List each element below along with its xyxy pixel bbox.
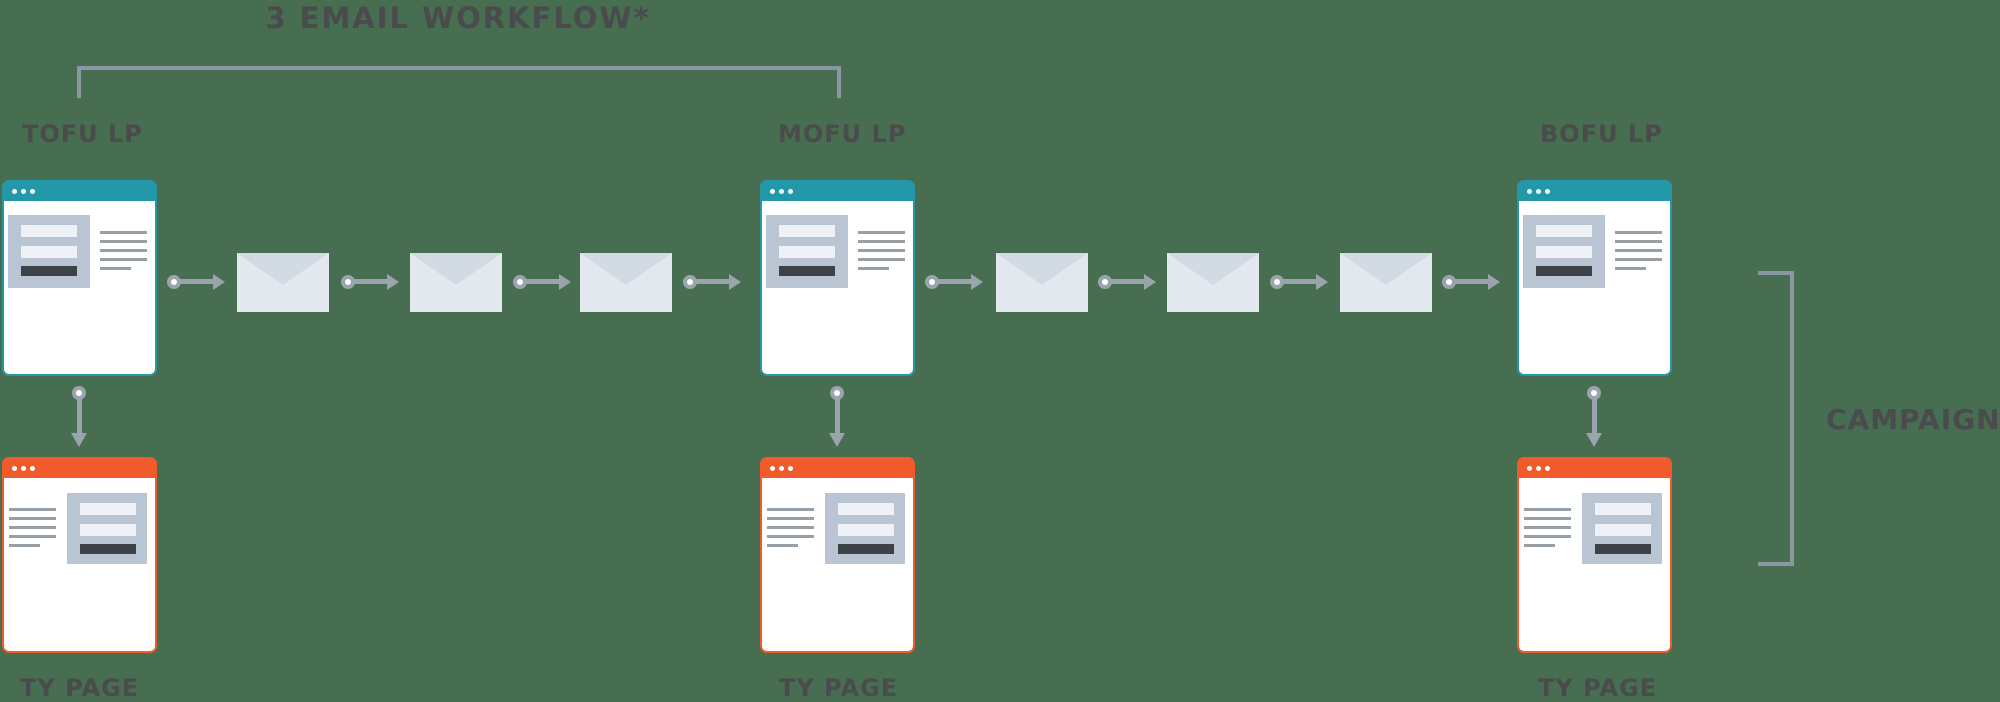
workflow-title: 3 EMAIL WORKFLOW* xyxy=(265,1,651,35)
window-dot xyxy=(21,466,26,471)
window-dot xyxy=(21,189,26,194)
email-envelope-2 xyxy=(410,253,502,312)
browser-titlebar xyxy=(4,182,155,201)
form-panel xyxy=(67,493,147,564)
form-input xyxy=(21,246,77,258)
form-submit-button xyxy=(1536,266,1592,276)
window-dot xyxy=(1527,189,1532,194)
email-envelope-4 xyxy=(996,253,1088,312)
form-panel xyxy=(766,215,848,288)
lp-to-ty-arrow xyxy=(71,386,87,447)
flow-arrow xyxy=(925,274,983,290)
window-dot xyxy=(779,189,784,194)
form-submit-button xyxy=(779,266,835,276)
flow-arrow xyxy=(167,274,225,290)
tofu-ty-window xyxy=(2,457,157,653)
browser-titlebar xyxy=(762,182,913,201)
form-panel xyxy=(825,493,905,564)
tofu-lp-window xyxy=(2,180,157,376)
lp-to-ty-arrow xyxy=(829,386,845,447)
bofu-lp-label: BOFU LP xyxy=(1540,120,1663,148)
envelope-flap xyxy=(1167,253,1259,285)
browser-titlebar xyxy=(1519,459,1670,478)
campaign-bracket xyxy=(1758,271,1794,566)
flow-arrow xyxy=(1442,274,1500,290)
envelope-flap xyxy=(580,253,672,285)
campaign-label: CAMPAIGN xyxy=(1826,403,2000,436)
envelope-flap xyxy=(237,253,329,285)
tofu-lp-label: TOFU LP xyxy=(22,120,143,148)
email-envelope-5 xyxy=(1167,253,1259,312)
window-dot xyxy=(1536,189,1541,194)
window-dot xyxy=(12,189,17,194)
window-dot xyxy=(779,466,784,471)
mofu-ty-label: TY PAGE xyxy=(779,674,899,702)
form-input xyxy=(80,503,136,515)
window-dot xyxy=(30,466,35,471)
browser-titlebar xyxy=(1519,182,1670,201)
envelope-flap xyxy=(1340,253,1432,285)
form-input xyxy=(838,524,894,536)
bofu-lp-window xyxy=(1517,180,1672,376)
window-dot xyxy=(788,466,793,471)
flow-arrow xyxy=(683,274,741,290)
form-submit-button xyxy=(1595,544,1651,554)
window-dot xyxy=(788,189,793,194)
flow-arrow xyxy=(1098,274,1156,290)
window-dot xyxy=(770,189,775,194)
mofu-lp-window xyxy=(760,180,915,376)
form-input xyxy=(779,246,835,258)
flow-arrow xyxy=(341,274,399,290)
email-envelope-1 xyxy=(237,253,329,312)
mofu-ty-window xyxy=(760,457,915,653)
window-dot xyxy=(1545,466,1550,471)
browser-titlebar xyxy=(762,459,913,478)
form-input xyxy=(21,225,77,237)
form-input xyxy=(1536,225,1592,237)
text-lines xyxy=(100,231,147,276)
text-lines xyxy=(9,508,56,553)
mofu-lp-label: MOFU LP xyxy=(778,120,907,148)
flow-arrow xyxy=(513,274,571,290)
form-panel xyxy=(8,215,90,288)
form-panel xyxy=(1523,215,1605,288)
form-submit-button xyxy=(21,266,77,276)
text-lines xyxy=(858,231,905,276)
window-dot xyxy=(1527,466,1532,471)
form-input xyxy=(838,503,894,515)
envelope-flap xyxy=(410,253,502,285)
tofu-ty-label: TY PAGE xyxy=(20,674,140,702)
flow-arrow xyxy=(1270,274,1328,290)
form-panel xyxy=(1582,493,1662,564)
workflow-bracket-line xyxy=(77,66,841,98)
window-dot xyxy=(770,466,775,471)
browser-titlebar xyxy=(4,459,155,478)
window-dot xyxy=(1545,189,1550,194)
form-input xyxy=(80,524,136,536)
email-envelope-6 xyxy=(1340,253,1432,312)
window-dot xyxy=(30,189,35,194)
text-lines xyxy=(1615,231,1662,276)
bofu-ty-window xyxy=(1517,457,1672,653)
envelope-flap xyxy=(996,253,1088,285)
form-submit-button xyxy=(838,544,894,554)
window-dot xyxy=(12,466,17,471)
text-lines xyxy=(1524,508,1571,553)
bofu-ty-label: TY PAGE xyxy=(1538,674,1658,702)
text-lines xyxy=(767,508,814,553)
form-input xyxy=(779,225,835,237)
email-envelope-3 xyxy=(580,253,672,312)
form-input xyxy=(1595,524,1651,536)
form-input xyxy=(1595,503,1651,515)
window-dot xyxy=(1536,466,1541,471)
lp-to-ty-arrow xyxy=(1586,386,1602,447)
form-input xyxy=(1536,246,1592,258)
form-submit-button xyxy=(80,544,136,554)
